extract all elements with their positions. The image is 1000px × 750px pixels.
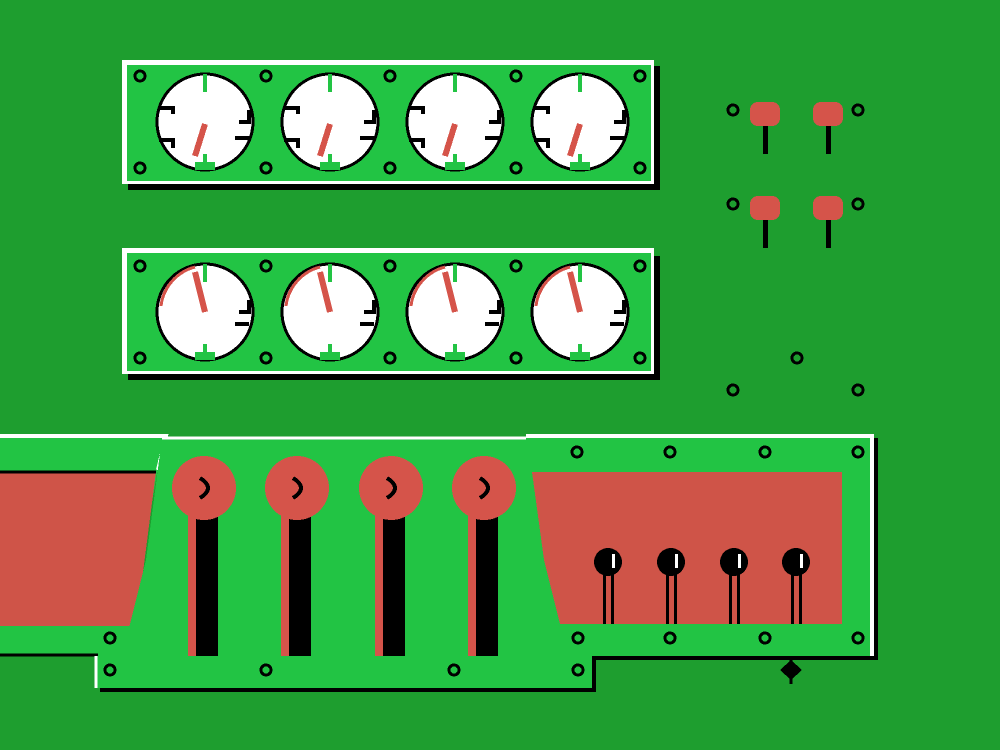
rivet [851, 631, 865, 645]
rivet [133, 69, 147, 83]
lever-knob-icon[interactable] [265, 456, 329, 656]
toggle-switch-group [726, 102, 865, 248]
knob-icon[interactable] [657, 548, 685, 624]
rivet [758, 631, 772, 645]
knob-icon[interactable] [782, 548, 810, 624]
rivet [509, 161, 523, 175]
rivet [383, 69, 397, 83]
gauge-dial [405, 262, 505, 362]
rivet [633, 69, 647, 83]
rivet [447, 663, 461, 677]
gauge-dial [530, 72, 630, 172]
rivet [259, 161, 273, 175]
rivet [758, 445, 772, 459]
gauge-needle [567, 123, 583, 157]
knob-icon[interactable] [720, 548, 748, 624]
gauge-dial [405, 72, 505, 172]
rivet [383, 161, 397, 175]
lever-group [172, 456, 516, 656]
upper-gauge-group [133, 69, 647, 175]
rivet [790, 351, 804, 365]
gauge-dial [155, 262, 255, 362]
knob-panel-recess [532, 472, 842, 624]
rivet [570, 445, 584, 459]
rivet [571, 663, 585, 677]
rivet [851, 197, 865, 211]
lever-knob-icon[interactable] [452, 456, 516, 656]
rivet [383, 259, 397, 273]
left-wing-recess [0, 472, 156, 626]
rivet [851, 383, 865, 397]
toggle-switch-icon[interactable] [750, 102, 780, 154]
rivet [851, 103, 865, 117]
rivet [509, 259, 523, 273]
gauge-needle [442, 123, 458, 157]
toggle-switch-icon[interactable] [813, 102, 843, 154]
rivet [633, 351, 647, 365]
gauge-needle [192, 123, 208, 157]
rivet [259, 259, 273, 273]
rivet [851, 445, 865, 459]
gauge-needle [317, 123, 333, 157]
rivet [663, 631, 677, 645]
gauge-dial [530, 262, 630, 362]
diamond-marker-icon [780, 656, 802, 684]
rivet [726, 197, 740, 211]
rivet [509, 351, 523, 365]
rivet [726, 383, 740, 397]
lower-gauge-group [133, 259, 647, 365]
knob-icon[interactable] [594, 548, 622, 624]
gauge-needle [192, 271, 208, 313]
rivet [259, 351, 273, 365]
rivet [509, 69, 523, 83]
toggle-switch-icon[interactable] [813, 196, 843, 248]
rivet [133, 259, 147, 273]
rivet [259, 663, 273, 677]
rivet [133, 351, 147, 365]
gauge-needle [567, 271, 583, 313]
gauge-needle [442, 271, 458, 313]
rivet [103, 663, 117, 677]
rivet [103, 631, 117, 645]
base-plate [96, 656, 592, 688]
rivet [383, 351, 397, 365]
toggle-switch-icon[interactable] [750, 196, 780, 248]
upper-gauge-panel [122, 60, 660, 190]
lower-gauge-panel [122, 248, 660, 380]
lever-knob-icon[interactable] [359, 456, 423, 656]
gauge-dial [280, 72, 380, 172]
bottom-console [0, 434, 878, 692]
rivet [633, 161, 647, 175]
right-rivets [726, 351, 865, 397]
gauge-dial [155, 72, 255, 172]
rivet [633, 259, 647, 273]
gauge-dial [280, 262, 380, 362]
rivet [726, 103, 740, 117]
gauge-needle [317, 271, 333, 313]
rivet [259, 69, 273, 83]
rivet [571, 631, 585, 645]
rivet [133, 161, 147, 175]
lever-knob-icon[interactable] [172, 456, 236, 656]
knob-group [594, 548, 810, 624]
rivet [663, 445, 677, 459]
